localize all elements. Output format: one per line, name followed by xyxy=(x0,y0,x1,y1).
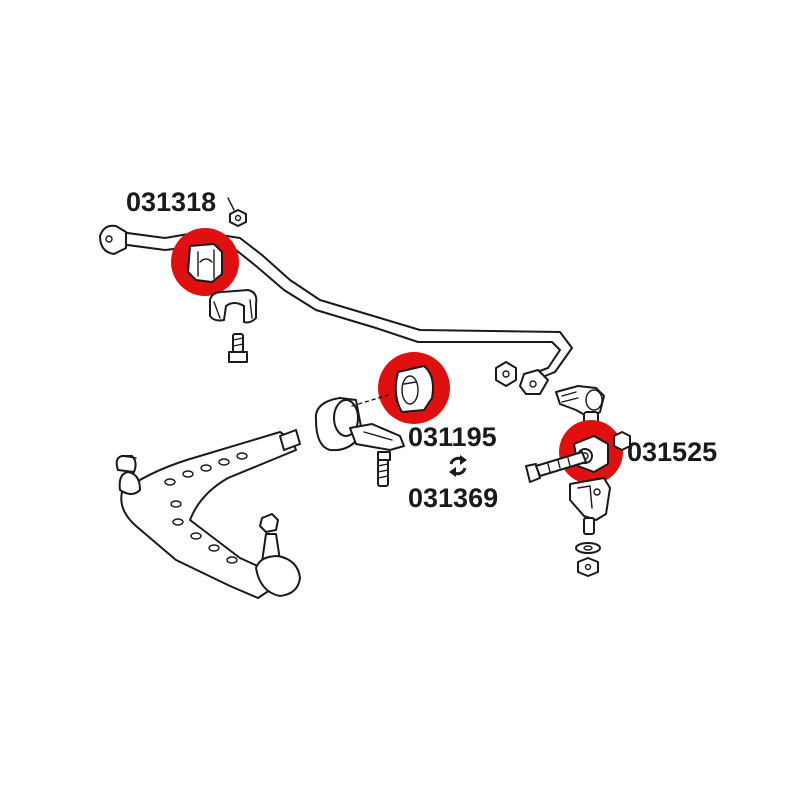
bushing-031318-highlight xyxy=(171,228,239,296)
label-031525: 031525 xyxy=(627,437,717,467)
mount-bolt xyxy=(377,451,391,487)
drop-link-bolt xyxy=(525,451,587,483)
bracket-bolt xyxy=(228,333,248,363)
ball-joint-right xyxy=(255,513,301,597)
control-arm xyxy=(120,429,301,599)
label-031195: 031195 xyxy=(408,422,497,452)
refresh-icon xyxy=(449,455,467,477)
bushing-031525-highlight xyxy=(559,420,623,484)
nut-top xyxy=(229,209,247,227)
drop-link-lower-bracket xyxy=(569,477,611,521)
label-031318: 031318 xyxy=(126,187,216,217)
bushing-031195-highlight xyxy=(378,352,450,424)
drop-link-side-nut xyxy=(613,431,631,451)
drop-link-nut xyxy=(495,361,517,387)
drop-link-lower-hardware xyxy=(575,517,601,577)
alignment-dash xyxy=(351,393,393,407)
bushing-bracket xyxy=(209,289,258,324)
bushing-mount-bracket xyxy=(314,397,405,452)
leader-031318 xyxy=(227,197,235,211)
drop-link-top-joint xyxy=(555,385,605,419)
label-031369: 031369 xyxy=(408,483,498,513)
ball-joint-left xyxy=(115,455,141,495)
